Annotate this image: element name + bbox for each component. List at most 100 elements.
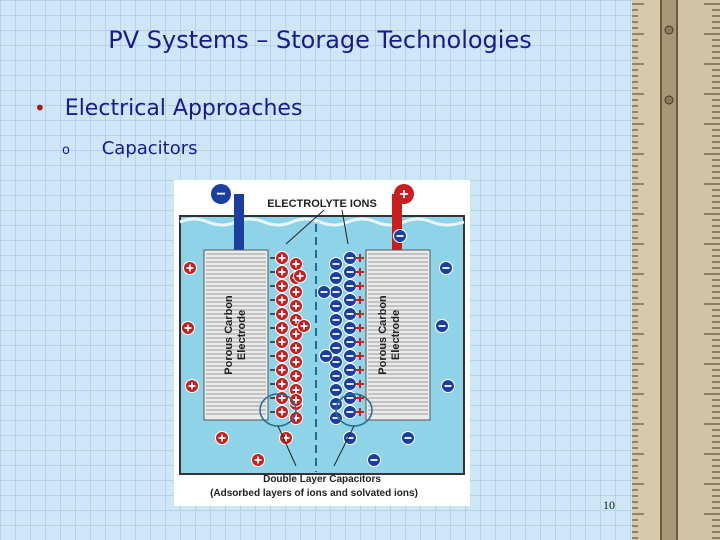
surface-charge-plus-icon	[356, 296, 364, 304]
cation-icon	[289, 355, 303, 369]
caption-pointer-left	[277, 425, 297, 467]
ions-layer	[181, 229, 455, 467]
caption-pointer-right	[333, 425, 355, 467]
cation-icon	[275, 265, 289, 279]
cation-icon	[275, 335, 289, 349]
surface-charge-plus-icon	[356, 324, 364, 332]
surface-charge-plus-icon	[356, 254, 364, 262]
anion-icon	[329, 271, 343, 285]
right-electrode	[365, 249, 431, 421]
electrolyte-ions-label: ELECTROLYTE IONS	[267, 198, 377, 210]
cation-icon	[185, 379, 199, 393]
anion-icon	[393, 229, 407, 243]
negative-terminal-icon	[211, 184, 231, 204]
sub-bullet-text: Capacitors	[101, 138, 198, 159]
cation-icon	[215, 431, 229, 445]
sub-bullet-item: o Capacitors	[62, 138, 198, 159]
anion-icon	[329, 299, 343, 313]
anion-icon	[329, 327, 343, 341]
left-electrode	[203, 249, 269, 421]
cation-icon	[275, 377, 289, 391]
anion-icon	[317, 285, 331, 299]
ruler-ticks	[632, 3, 720, 539]
positive-terminal-icon	[394, 184, 414, 204]
ions-pointer-right	[341, 209, 349, 245]
caption-line-2: (Adsorbed layers of ions and solvated io…	[210, 488, 418, 499]
surface-charge-plus-icon	[356, 338, 364, 346]
bullet-item: • Electrical Approaches	[34, 96, 302, 121]
capacitor-diagram-svg: − + ELECTROLYTE IONS Porous Carbon Elect…	[179, 184, 465, 499]
surface-charge-plus-icon	[356, 268, 364, 276]
anion-icon	[343, 335, 357, 349]
anion-icon	[439, 261, 453, 275]
ruler-right-strip	[676, 0, 720, 540]
ruler-left-strip	[632, 0, 662, 540]
surface-charge-plus-icon	[356, 310, 364, 318]
anion-icon	[367, 453, 381, 467]
anion-icon	[343, 377, 357, 391]
cation-icon	[289, 285, 303, 299]
anion-icon	[343, 251, 357, 265]
left-electrode-label-1: Porous Carbon	[223, 295, 235, 375]
anion-icon	[343, 265, 357, 279]
bullet-text: Electrical Approaches	[64, 96, 303, 121]
page-number: 10	[603, 498, 615, 512]
cation-icon	[275, 405, 289, 419]
negative-terminal	[234, 194, 244, 252]
anion-icon	[329, 285, 343, 299]
ruler-center-groove	[662, 0, 676, 540]
cation-icon	[293, 269, 307, 283]
capacitor-diagram: − + ELECTROLYTE IONS Porous Carbon Elect…	[174, 180, 470, 506]
positive-terminal-symbol: +	[399, 186, 408, 203]
cation-icon	[251, 453, 265, 467]
cation-icon	[275, 251, 289, 265]
ions-pointer-left	[285, 209, 325, 245]
ruler-screw-icon	[664, 25, 674, 35]
anion-icon	[329, 313, 343, 327]
anion-icon	[343, 363, 357, 377]
anion-icon	[329, 257, 343, 271]
anion-icon	[329, 341, 343, 355]
cation-icon	[183, 261, 197, 275]
cation-icon	[289, 257, 303, 271]
anion-icon	[441, 379, 455, 393]
cation-icon	[297, 319, 311, 333]
cation-icon	[275, 279, 289, 293]
ruler-decoration	[632, 0, 720, 540]
negative-terminal-symbol: −	[216, 186, 225, 203]
surface-charge-plus-icon	[356, 282, 364, 290]
anion-icon	[401, 431, 415, 445]
anion-icon	[435, 319, 449, 333]
anion-icon	[343, 349, 357, 363]
cation-icon	[289, 393, 303, 407]
surface-charge-plus-icon	[356, 380, 364, 388]
cation-icon	[289, 341, 303, 355]
sub-bullet-marker-icon: o	[62, 143, 70, 158]
cation-icon	[275, 321, 289, 335]
anion-icon	[343, 321, 357, 335]
bullet-dot-icon: •	[34, 96, 46, 120]
anion-icon	[343, 293, 357, 307]
left-electrode-label-2: Electrode	[236, 310, 248, 360]
anion-icon	[343, 307, 357, 321]
cation-icon	[289, 369, 303, 383]
slide-title: PV Systems – Storage Technologies	[108, 26, 532, 54]
cation-icon	[275, 349, 289, 363]
cation-icon	[289, 299, 303, 313]
anion-icon	[329, 369, 343, 383]
cation-icon	[181, 321, 195, 335]
right-electrode-label-1: Porous Carbon	[377, 295, 389, 375]
ruler-screw-icon	[664, 95, 674, 105]
cation-icon	[275, 307, 289, 321]
positive-terminal	[392, 194, 402, 252]
anion-icon	[329, 383, 343, 397]
anion-icon	[343, 279, 357, 293]
surface-charge-plus-icon	[356, 352, 364, 360]
cation-icon	[275, 363, 289, 377]
anion-icon	[319, 349, 333, 363]
caption-line-1: Double Layer Capacitors	[263, 474, 381, 485]
electrolyte-surface	[179, 217, 465, 227]
surface-charge-plus-icon	[356, 366, 364, 374]
right-electrode-label-2: Electrode	[390, 310, 402, 360]
